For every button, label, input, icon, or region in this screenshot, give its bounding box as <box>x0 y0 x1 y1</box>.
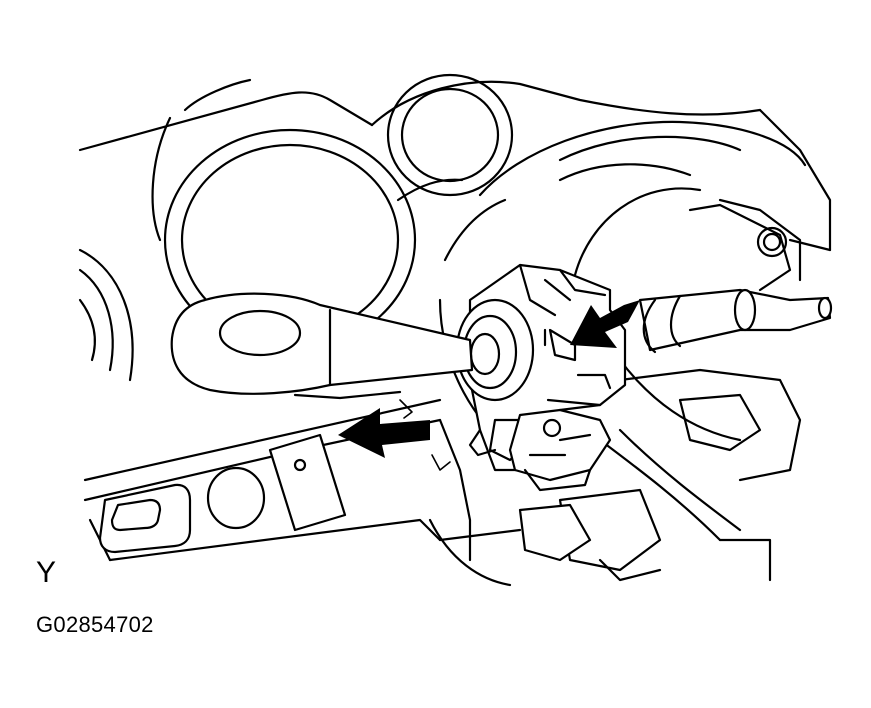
lower-switch-panel <box>83 398 522 587</box>
detail-ticks <box>399 399 451 471</box>
removal-direction-arrow <box>570 300 640 348</box>
view-label: Y <box>36 556 57 589</box>
left-vent <box>78 248 134 382</box>
lever-collar <box>455 298 535 402</box>
dashboard-outline <box>78 78 832 252</box>
removal-direction-arrow <box>338 408 430 458</box>
turn-signal-switch-lever <box>170 292 474 400</box>
steering-shaft <box>638 288 833 354</box>
wiring-harness <box>518 368 802 582</box>
steering-column-shroud <box>438 120 807 472</box>
figure-code: G02854702 <box>36 612 154 637</box>
